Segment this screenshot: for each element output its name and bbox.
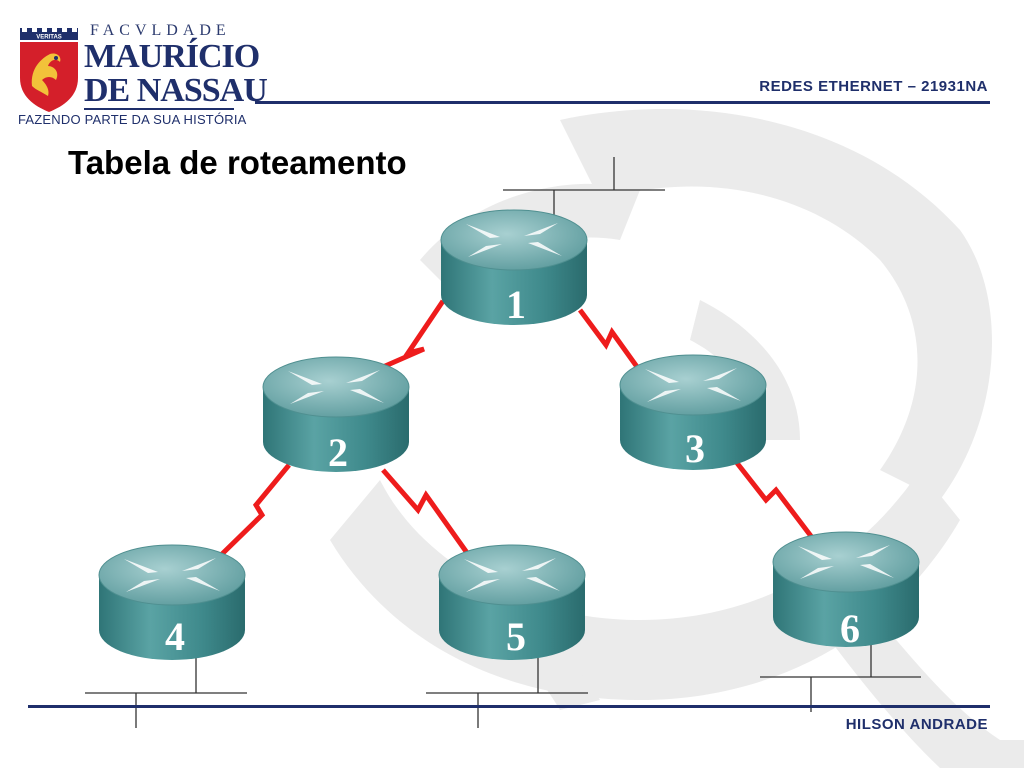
logo-tagline: FAZENDO PARTE DA SUA HISTÓRIA (18, 112, 247, 127)
course-title: REDES ETHERNET – 21931NA (759, 78, 988, 95)
logo-name-line2: DE NASSAU (84, 72, 268, 109)
router-top (619, 354, 767, 416)
logo-underline (84, 108, 234, 110)
serial-link-1-2 (374, 299, 446, 373)
footer-rule (28, 705, 990, 708)
header-rule (255, 101, 990, 104)
arrow-icon (800, 566, 834, 579)
serial-link-2-4 (219, 463, 291, 557)
router-arrows-icon (798, 545, 894, 579)
author-name: HILSON ANDRADE (845, 716, 988, 733)
shield-text: VERITAS (36, 35, 62, 41)
router-arrows-icon (124, 558, 220, 592)
lan-segments (85, 157, 921, 728)
router-1[interactable]: 1 (440, 209, 588, 327)
arrow-icon (124, 559, 158, 573)
arrow-icon (856, 545, 890, 558)
arrow-icon (346, 370, 380, 383)
router-top (772, 531, 920, 593)
arrow-icon (647, 389, 681, 402)
router-arrows-icon (464, 558, 560, 592)
arrow-icon (186, 577, 220, 591)
serial-link-2-5 (381, 468, 473, 559)
slide-title: Tabela de roteamento (68, 144, 407, 181)
router-top (262, 356, 410, 418)
arrow-icon (466, 579, 500, 592)
arrow-icon (860, 564, 894, 578)
router-label: 1 (506, 282, 526, 327)
router-top (438, 544, 586, 606)
router-arrows-icon (288, 370, 384, 404)
arrow-icon (798, 546, 832, 560)
arrow-icon (288, 371, 322, 385)
arrow-icon (290, 391, 324, 404)
arrow-icon (464, 559, 498, 573)
router-label: 4 (165, 614, 185, 659)
arrow-icon (645, 369, 679, 383)
router-6[interactable]: 6 (772, 531, 920, 651)
router-top (98, 544, 246, 606)
serial-link-3-6 (735, 461, 822, 550)
serial-links (219, 299, 822, 559)
arrow-icon (526, 577, 560, 591)
logo-top-text: FACVLDADE (90, 22, 231, 39)
router-label: 3 (685, 426, 705, 471)
router-4[interactable]: 4 (98, 544, 246, 660)
arrow-icon (707, 387, 741, 401)
arrow-icon (126, 579, 160, 592)
logo-name-line1: MAURÍCIO (84, 38, 260, 75)
serial-link-1-3 (577, 308, 643, 373)
routers: 1 2 3 4 5 6 (98, 209, 920, 660)
arrow-icon (468, 244, 502, 257)
arrow-icon (182, 558, 216, 571)
router-label: 5 (506, 614, 526, 659)
arrow-icon (524, 223, 558, 236)
arrow-icon (528, 242, 562, 256)
arrow-icon (466, 224, 500, 238)
router-label: 6 (840, 606, 860, 651)
shield-icon: VERITAS (20, 28, 78, 112)
router-top (440, 209, 588, 271)
institution-logo: VERITAS FACVLDADE MAURÍCIO DE NASSAU FAZ… (18, 22, 268, 130)
router-arrows-icon (466, 223, 562, 257)
arrow-icon (703, 368, 737, 381)
router-label: 2 (328, 430, 348, 475)
router-5[interactable]: 5 (438, 544, 586, 660)
router-3[interactable]: 3 (619, 354, 767, 471)
arrow-icon (350, 389, 384, 403)
router-2[interactable]: 2 (262, 356, 410, 475)
arrow-icon (522, 558, 556, 571)
router-arrows-icon (645, 368, 741, 402)
